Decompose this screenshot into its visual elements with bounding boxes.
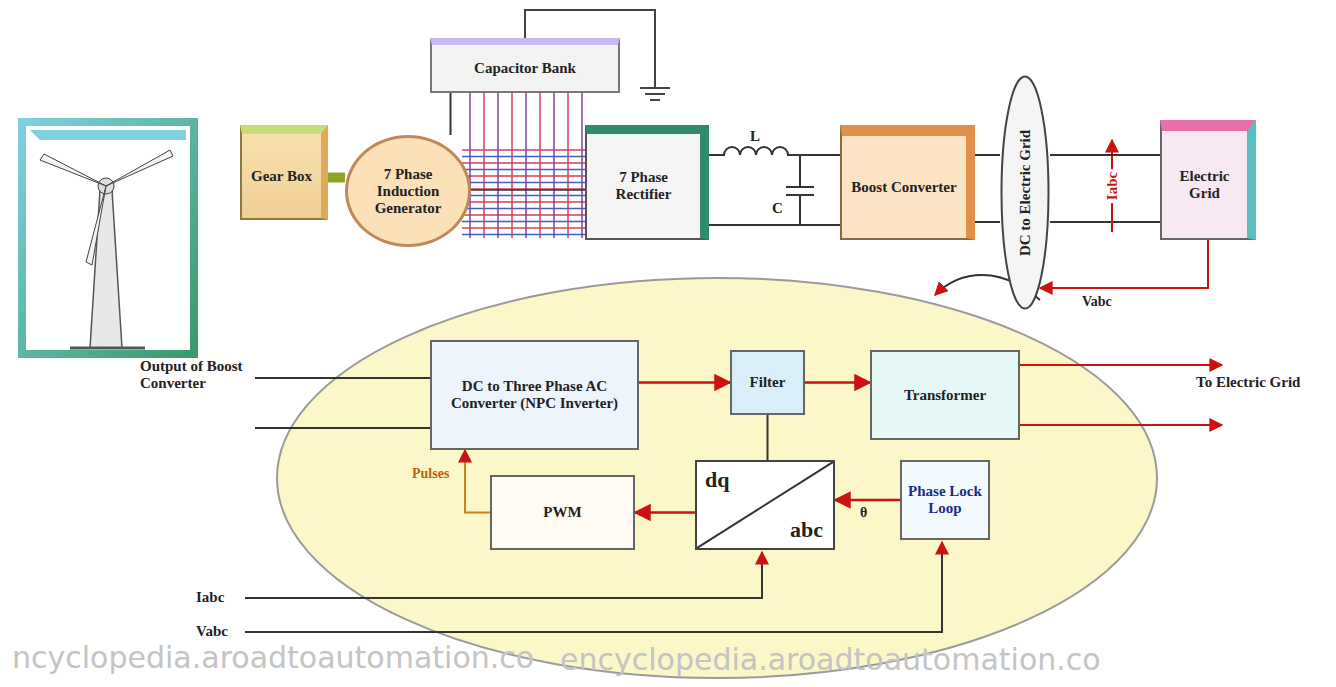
capacitor-wire xyxy=(525,93,527,238)
pll-box: Phase Lock Loop xyxy=(900,460,990,540)
label-text: Vabc xyxy=(196,623,228,640)
node-text: dq xyxy=(705,468,729,492)
dq-abc-transform: dq abc xyxy=(695,460,835,550)
filter-box: Filter xyxy=(730,350,805,415)
edge-label: Vabc xyxy=(1080,294,1114,310)
phase-wire xyxy=(462,162,585,164)
label-text: C xyxy=(772,200,783,217)
wind-turbine xyxy=(22,122,194,354)
node-text: Capacitor Bank xyxy=(474,60,576,77)
node-text: Filter xyxy=(750,374,786,391)
node-text: Gear Box xyxy=(251,168,312,185)
watermark: ncyclopedia.aroadtoautomation.co xyxy=(12,640,534,675)
phase-wire xyxy=(462,208,585,210)
connector xyxy=(639,381,730,384)
label-text: To Electric Grid xyxy=(1196,374,1326,391)
gear-box: Gear Box xyxy=(240,125,328,220)
node-text: Electric Grid xyxy=(1166,168,1243,202)
phase-wire xyxy=(462,234,585,236)
node-text: Phase Lock Loop xyxy=(906,483,984,517)
connector xyxy=(471,189,585,191)
connector xyxy=(635,511,695,514)
connector xyxy=(767,415,769,460)
phase-wire xyxy=(462,188,585,190)
node-text: 7 Phase Induction Generator xyxy=(358,166,458,217)
phase-wire xyxy=(462,201,585,203)
capacitor-wire xyxy=(553,93,555,238)
connector xyxy=(835,499,900,502)
connector xyxy=(1050,154,1160,156)
phase-wire xyxy=(462,175,585,177)
capacitor-wire xyxy=(483,93,485,238)
zoom-ellipse xyxy=(277,278,1157,678)
transformer-box: Transformer xyxy=(870,350,1020,440)
connector xyxy=(328,173,345,183)
capacitor-wire xyxy=(511,93,513,238)
connector xyxy=(975,154,1000,156)
electric-grid: Electric Grid xyxy=(1160,120,1256,240)
connector xyxy=(450,93,452,135)
seven-phase-wires xyxy=(462,93,585,238)
capacitor-bank: Capacitor Bank xyxy=(430,38,620,93)
connector xyxy=(709,154,840,156)
connector xyxy=(1040,240,1208,288)
node-text: Transformer xyxy=(904,387,986,404)
phase-wire xyxy=(462,221,585,223)
phase-wire xyxy=(462,182,585,184)
inverter-box: DC to Three Phase AC Converter (NPC Inve… xyxy=(430,340,639,450)
label-text: Iabc xyxy=(1103,169,1122,203)
node-text: Boost Converter xyxy=(851,179,956,196)
capacitor-wire xyxy=(497,93,499,238)
label-text: L xyxy=(750,128,760,145)
phase-wire xyxy=(462,195,585,197)
generator-circle: 7 Phase Induction Generator xyxy=(345,135,471,247)
watermark: encyclopedia.aroadtoautomation.co xyxy=(560,642,1101,677)
phase-wire xyxy=(462,214,585,216)
label-text: Output of Boost Converter xyxy=(140,358,252,392)
capacitor-wire xyxy=(539,93,541,238)
phase-wire xyxy=(462,227,585,229)
edge-label: θ xyxy=(858,505,869,521)
capacitor-wire xyxy=(469,93,471,238)
node-text: DC to Three Phase AC Converter (NPC Inve… xyxy=(438,378,631,412)
capacitor-wire xyxy=(581,93,583,238)
phase-wire xyxy=(462,169,585,171)
connector xyxy=(465,450,490,513)
rectifier-box: 7 Phase Rectifier xyxy=(585,125,709,240)
dc-grid-ellipse: DC to Electric Grid xyxy=(1000,75,1050,310)
phase-wire xyxy=(462,149,585,151)
signal-wires xyxy=(245,140,1222,632)
edge-label: Pulses xyxy=(410,466,451,482)
capacitor-wire xyxy=(567,93,569,238)
node-text: abc xyxy=(790,518,823,542)
node-text: DC to Electric Grid xyxy=(1017,129,1034,255)
label-text: Iabc xyxy=(196,589,224,606)
node-text: 7 Phase Rectifier xyxy=(591,169,696,203)
phase-wire xyxy=(462,156,585,158)
pwm-box: PWM xyxy=(490,475,635,550)
node-text: PWM xyxy=(543,504,581,521)
connector xyxy=(805,381,870,384)
boost-converter: Boost Converter xyxy=(840,125,975,240)
